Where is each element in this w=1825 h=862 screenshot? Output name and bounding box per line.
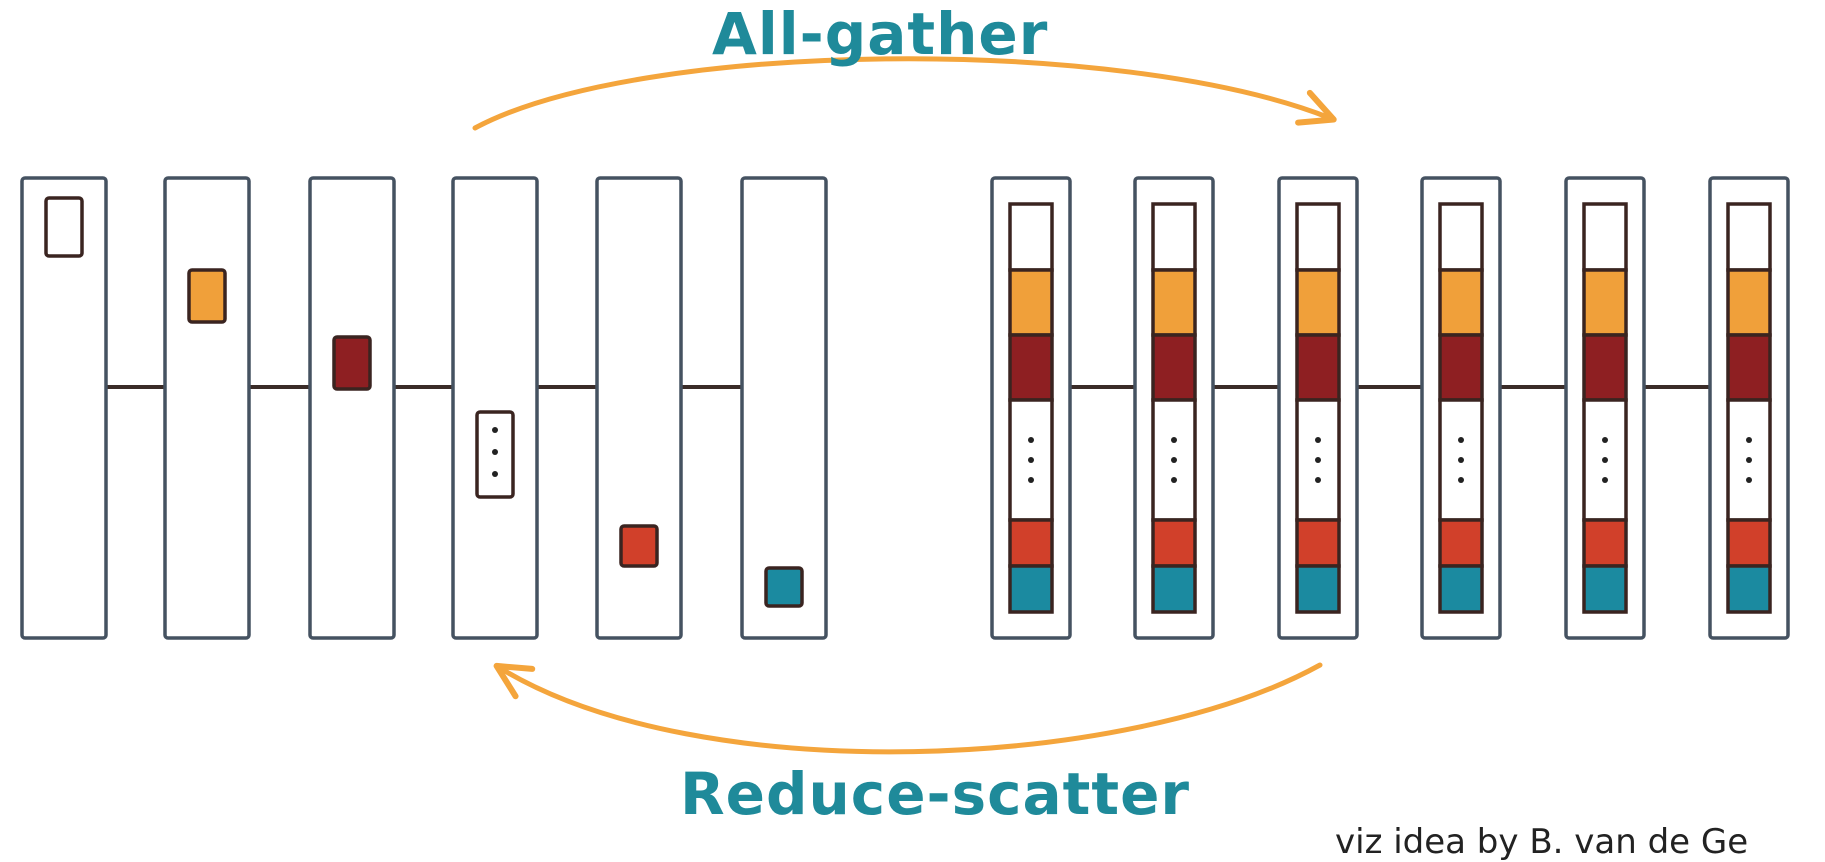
ellipsis-dot bbox=[1028, 457, 1034, 463]
chunk-3 bbox=[332, 335, 372, 391]
chunk-3 bbox=[1008, 333, 1054, 402]
chunk-6 bbox=[1726, 564, 1772, 614]
ellipsis-dot bbox=[1028, 477, 1034, 483]
chunk-1 bbox=[1582, 202, 1628, 272]
chunk-2 bbox=[1438, 268, 1484, 337]
ellipsis-dot bbox=[1602, 437, 1608, 443]
chunk-3 bbox=[1295, 333, 1341, 402]
chunk-2 bbox=[187, 268, 227, 324]
ellipsis-dot bbox=[1458, 457, 1464, 463]
reduce-scatter-label: Reduce-scatter bbox=[680, 760, 1191, 828]
ellipsis-dot bbox=[1315, 477, 1321, 483]
chunk-3 bbox=[1438, 333, 1484, 402]
chunk-5 bbox=[1438, 518, 1484, 568]
chunk-6 bbox=[1582, 564, 1628, 614]
all-gather-arrow bbox=[472, 56, 1337, 131]
ellipsis-dot bbox=[1171, 437, 1177, 443]
ellipsis-dot bbox=[1028, 437, 1034, 443]
chunk-3 bbox=[1582, 333, 1628, 402]
chunk-6 bbox=[764, 566, 804, 608]
device-column bbox=[308, 176, 396, 640]
chunk-1 bbox=[1726, 202, 1772, 272]
ellipsis-dot bbox=[1746, 437, 1752, 443]
chunk-3 bbox=[1151, 333, 1197, 402]
chunk-5 bbox=[1295, 518, 1341, 568]
chunk-5 bbox=[1151, 518, 1197, 568]
ellipsis-dot bbox=[1746, 457, 1752, 463]
ellipsis-dot bbox=[1315, 457, 1321, 463]
ellipsis-dot bbox=[1171, 457, 1177, 463]
ellipsis-dot bbox=[1315, 437, 1321, 443]
ellipsis-dot bbox=[492, 471, 498, 477]
chunk-2 bbox=[1726, 268, 1772, 337]
chunk-6 bbox=[1438, 564, 1484, 614]
chunk-3 bbox=[1726, 333, 1772, 402]
chunk-2 bbox=[1582, 268, 1628, 337]
ellipsis-dot bbox=[1171, 477, 1177, 483]
ellipsis-dot bbox=[1458, 437, 1464, 443]
chunk-1 bbox=[44, 196, 84, 258]
ellipsis-dot bbox=[1746, 477, 1752, 483]
device-column bbox=[595, 176, 683, 640]
reduce-scatter-arrow bbox=[493, 662, 1323, 755]
device-column bbox=[163, 176, 251, 640]
ellipsis-dot bbox=[1602, 457, 1608, 463]
chunk-2 bbox=[1151, 268, 1197, 337]
chunk-6 bbox=[1295, 564, 1341, 614]
device-column bbox=[20, 176, 108, 640]
chunk-5 bbox=[1582, 518, 1628, 568]
ellipsis-dot bbox=[1602, 477, 1608, 483]
chunk-2 bbox=[1008, 268, 1054, 337]
chunk-6 bbox=[1008, 564, 1054, 614]
chunk-2 bbox=[1295, 268, 1341, 337]
device-column bbox=[451, 176, 539, 640]
chunk-5 bbox=[619, 524, 659, 568]
ellipsis-dot bbox=[1458, 477, 1464, 483]
chunk-1 bbox=[1438, 202, 1484, 272]
all-gather-label: All-gather bbox=[712, 0, 1049, 68]
chunk-1 bbox=[1008, 202, 1054, 272]
device-column bbox=[740, 176, 828, 640]
ellipsis-dot bbox=[492, 427, 498, 433]
gathered-devices-group bbox=[990, 176, 1790, 640]
chunk-5 bbox=[1726, 518, 1772, 568]
credit-text: viz idea by B. van de Ge bbox=[1335, 822, 1749, 862]
chunk-5 bbox=[1008, 518, 1054, 568]
chunk-1 bbox=[1151, 202, 1197, 272]
ellipsis-dot bbox=[492, 449, 498, 455]
chunk-1 bbox=[1295, 202, 1341, 272]
sharded-devices-group bbox=[20, 176, 828, 640]
chunk-6 bbox=[1151, 564, 1197, 614]
